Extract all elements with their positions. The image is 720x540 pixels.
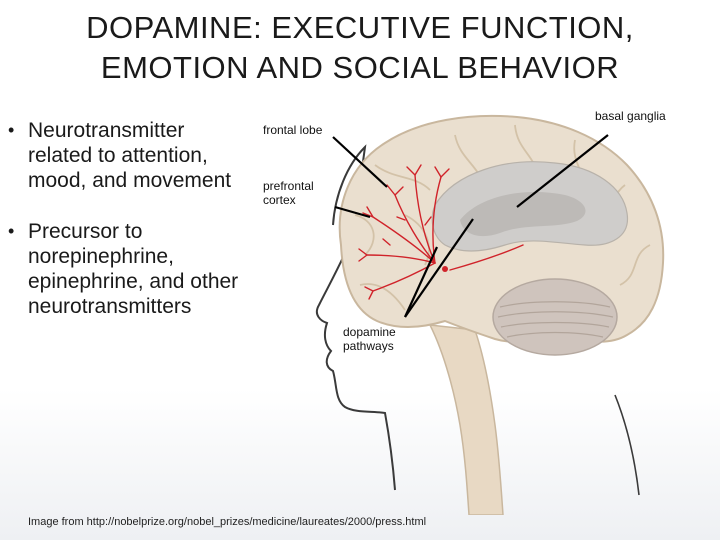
basal-ganglia-leader [516,134,609,208]
bullet-line: neurotransmitters [28,295,192,318]
frontal-lobe-leader [332,136,388,188]
dopamine-pathways-label: dopamine pathways [343,325,396,353]
title-line-1: DOPAMINE: EXECUTIVE FUNCTION, [86,10,634,45]
bullet-dot: • [8,120,15,140]
prefrontal-label-line-1: prefrontal [263,179,314,193]
basal-ganglia-body [460,192,586,237]
bullet-line: norepinephrine, [28,245,174,268]
leader-lines [332,134,609,318]
basal-ganglia-label: basal ganglia [595,109,666,123]
cerebellum [492,278,618,356]
cerebellum-folds [497,301,614,338]
bullet-line: Precursor to [28,220,143,243]
bullet-line: mood, and movement [28,169,232,192]
pathway-origin [442,266,448,272]
title-line-2: EMOTION AND SOCIAL BEHAVIOR [100,50,620,85]
prefrontal-label-line-2: cortex [263,193,296,207]
bullet-item: • Neurotransmitter related to attention,… [8,118,268,193]
bullet-dot: • [8,221,15,241]
image-credit: Image from http://nobelprize.org/nobel_p… [28,516,427,528]
bullet-line: epinephrine, and other [28,270,239,293]
bullet-item: • Precursor to norepinephrine, epinephri… [8,219,268,319]
slide-title: DOPAMINE: EXECUTIVE FUNCTION, EMOTION AN… [0,8,720,88]
prefrontal-leader [334,205,371,219]
brain-diagram: frontal lobe prefrontal cortex basal gan… [255,95,720,516]
frontal-lobe-label: frontal lobe [263,123,323,137]
prefrontal-cortex-label: prefrontal cortex [263,179,314,207]
bullet-list: • Neurotransmitter related to attention,… [8,118,268,345]
neck-outline [614,394,640,496]
bullet-line: Neurotransmitter [28,119,185,142]
dopamine-leader-1 [403,246,439,318]
dopamine-leader-2 [404,218,474,318]
brain-stem [428,324,504,516]
dopamine-label-line-1: dopamine [343,325,396,339]
dopamine-label-line-2: pathways [343,339,394,353]
bullet-line: related to attention, [28,144,208,167]
brain-illustration [315,114,665,516]
